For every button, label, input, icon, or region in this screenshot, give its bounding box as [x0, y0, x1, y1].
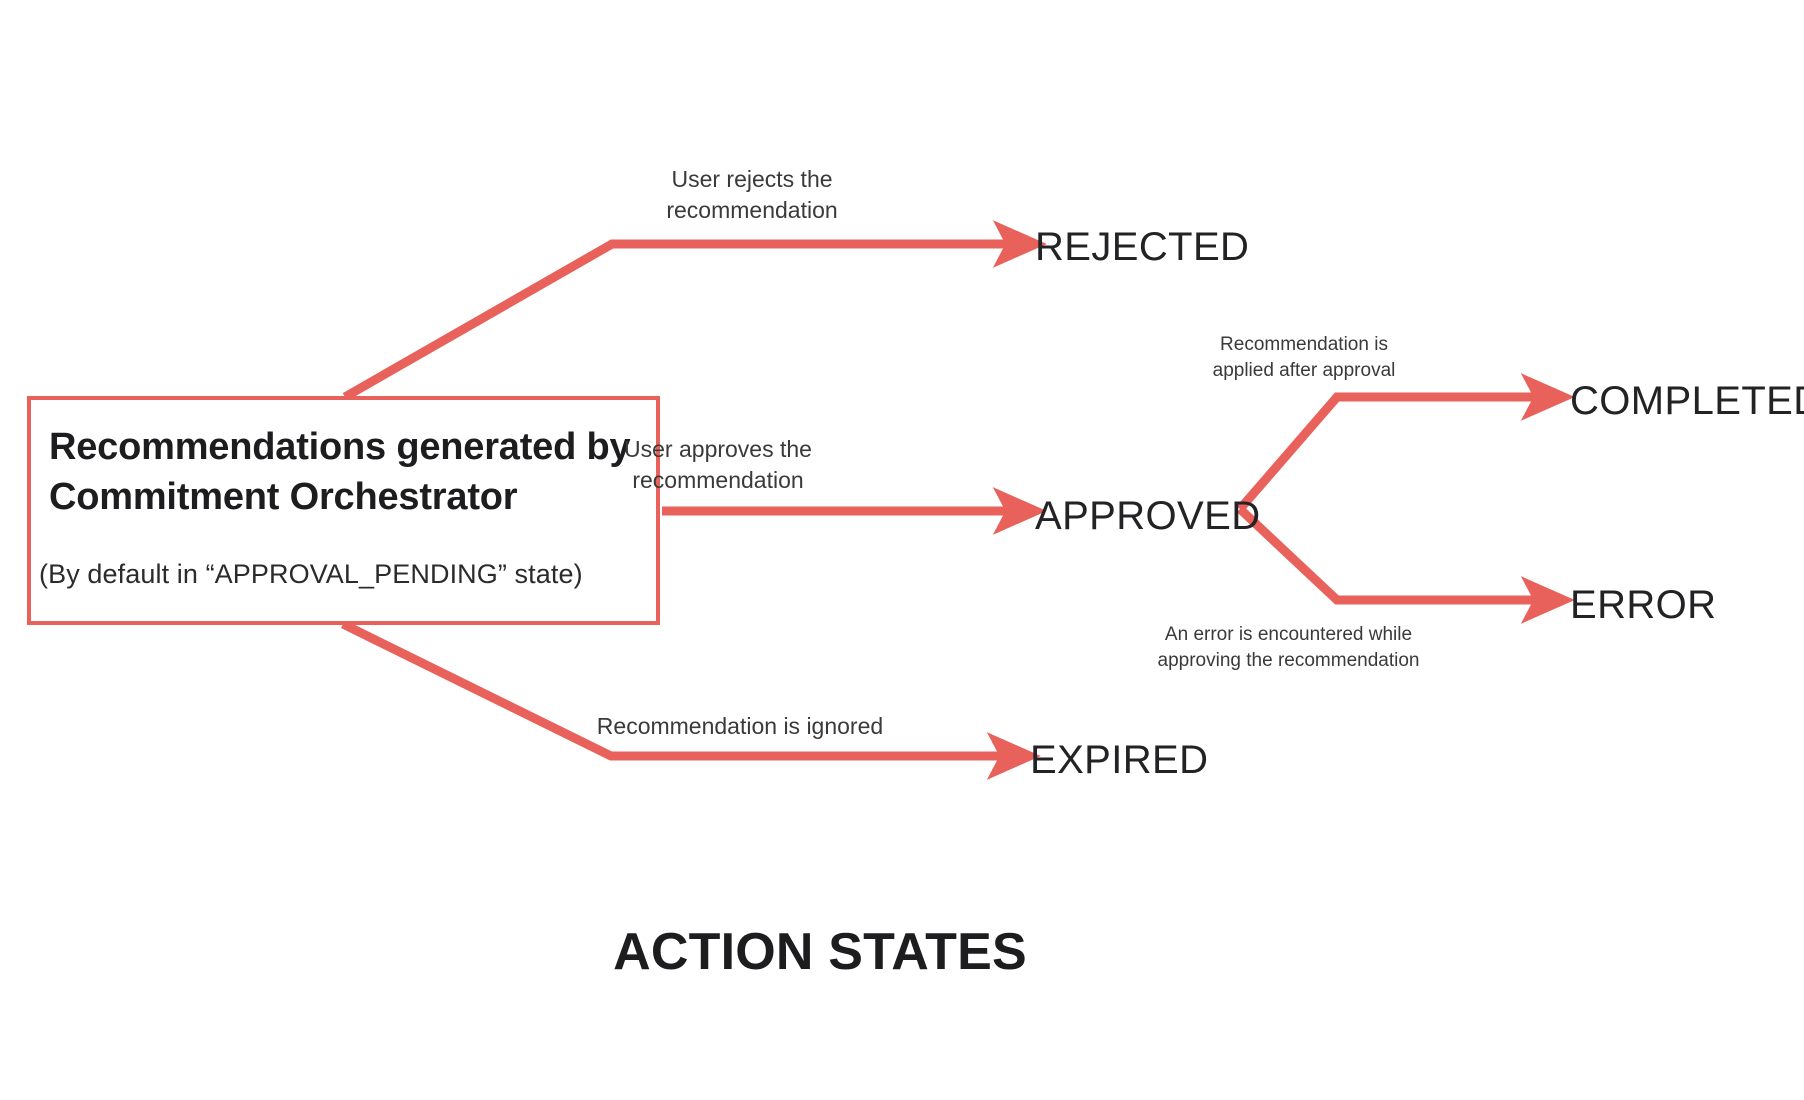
state-node-rejected: REJECTED	[1035, 225, 1250, 269]
source-node: Recommendations generated by Commitment …	[27, 396, 660, 625]
edge-to-expired	[341, 619, 1041, 780]
edge-label-to-completed: Recommendation is applied after approval	[1212, 334, 1396, 381]
edge-to-rejected	[342, 220, 1047, 401]
edge-to-completed	[1236, 373, 1575, 512]
state-node-approved: APPROVED	[1035, 494, 1261, 538]
edge-label-to-error: An error is encountered while approving …	[1157, 624, 1420, 671]
state-node-error: ERROR	[1570, 583, 1717, 627]
source-node-title: Recommendations generated by Commitment …	[49, 426, 631, 518]
source-node-subtitle: (By default in “APPROVAL_PENDING” state)	[39, 559, 583, 589]
edge-label-to-approved: User approves the recommendation	[624, 436, 812, 493]
figure-caption: ACTION STATES	[613, 923, 1027, 981]
edge-to-error	[1236, 505, 1575, 624]
state-node-expired: EXPIRED	[1030, 738, 1209, 782]
state-node-completed: COMPLETED	[1570, 379, 1804, 423]
edge-label-to-rejected: User rejects the recommendation	[666, 166, 838, 223]
edge-label-to-expired: Recommendation is ignored	[596, 713, 884, 739]
